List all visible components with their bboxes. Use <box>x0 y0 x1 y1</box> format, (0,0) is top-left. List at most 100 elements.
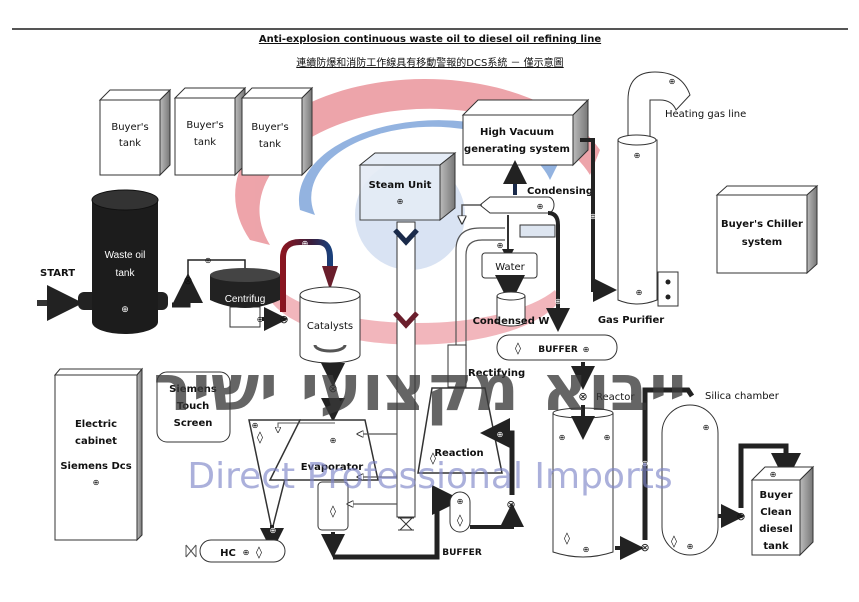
valve-icon[interactable]: ⊗ <box>328 382 337 395</box>
sensor-icon: ⊕ <box>669 77 676 86</box>
level-gauge-icon: ◊ <box>564 531 570 545</box>
evaporator: ⊕ ◊ ⊕ Evaporator ◊ <box>248 419 379 531</box>
condenser: ⊕ <box>479 196 556 238</box>
level-gauge-icon: ◊ <box>671 534 677 548</box>
sensor-icon: ⊕ <box>330 436 337 445</box>
level-gauge-icon: ◊ <box>430 451 436 465</box>
valve-icon[interactable]: ⊗ <box>279 313 288 326</box>
sensor-icon: ⊕ <box>642 459 649 468</box>
cabinet-label: Siemens Dcs <box>60 461 131 472</box>
buyer-clean-diesel-tank: ⊕ Buyer Clean diesel tank <box>750 465 815 557</box>
sensor-icon: ⊕ <box>634 151 641 160</box>
rectifying-label: Rectifying <box>468 368 525 379</box>
centrifuge: Centrifug <box>210 268 280 328</box>
tank-label: tank <box>116 268 136 279</box>
buyers-tank-2: Buyer's tank <box>173 86 247 177</box>
valve-icon[interactable]: ⊗ <box>640 541 649 554</box>
buyers-tank-1: Buyer's tank <box>98 88 172 177</box>
valve-icon[interactable]: ⊗ <box>578 390 587 403</box>
sensor-icon: ⊕ <box>590 212 597 221</box>
sensor-icon: ⊕ <box>703 423 710 432</box>
tank-label: tank <box>194 137 216 148</box>
level-gauge-icon: ◊ <box>256 545 262 559</box>
sensor-icon: ⊕ <box>257 315 264 324</box>
electric-cabinet: Electric cabinet Siemens Dcs ⊕ <box>53 367 144 542</box>
silica-chamber: ⊕ ◊ ⊕ <box>661 404 719 556</box>
water-label: Water <box>495 262 525 273</box>
steam-unit: Steam Unit ⊕ <box>358 151 457 222</box>
rectifying-column <box>396 221 416 518</box>
cabinet-label: Electric <box>75 419 117 430</box>
diagram-subtitle: 連續防爆和消防工作線具有移動警報的DCS系統 － 僅示意圖 <box>296 56 563 69</box>
tank-label: Buyer's <box>186 120 223 131</box>
sensor-icon: ⊕ <box>555 297 562 306</box>
sensor-icon: ⊕ <box>243 548 250 557</box>
tank-label: Buyer's <box>111 122 148 133</box>
sensor-icon: ⊕ <box>397 197 404 206</box>
clean-tank-label: diesel <box>759 524 793 535</box>
buffer-top: ◊ BUFFER ⊕ <box>496 334 618 361</box>
touch-screen-label: Screen <box>174 418 213 429</box>
clean-tank-label: Buyer <box>760 490 793 501</box>
gas-purifier: ⊕ ⊕ ⊕ <box>617 71 691 307</box>
sensor-icon: ⊕ <box>270 526 277 535</box>
cabinet-label: cabinet <box>75 436 117 447</box>
buffer-label: BUFFER <box>442 548 482 558</box>
hc-tank: HC ⊕ ◊ <box>185 539 286 563</box>
reaction-vessel: Reaction ◊ <box>417 344 503 474</box>
diagram-title: Anti-explosion continuous waste oil to d… <box>259 34 601 45</box>
level-gauge-icon: ◊ <box>330 504 336 518</box>
sensor-icon: ⊕ <box>687 542 694 551</box>
sensor-icon: ⊕ <box>583 345 590 354</box>
buffer-label: BUFFER <box>538 345 578 355</box>
tank-label: Buyer's <box>251 122 288 133</box>
clean-tank-label: tank <box>763 541 789 552</box>
level-gauge-icon: ◊ <box>257 430 263 444</box>
valve-icon[interactable]: ⊗ <box>736 510 745 523</box>
reactor-label: Reactor <box>596 392 635 403</box>
waste-oil-tank: Waste oil tank ⊕ <box>78 189 168 334</box>
sensor-icon: ⊕ <box>457 497 464 506</box>
catalysts-label: Catalysts <box>307 321 353 332</box>
gas-purifier-label: Gas Purifier <box>598 315 664 326</box>
sensor-icon: ⊕ <box>583 545 590 554</box>
buyers-chiller-system: Buyer's Chiller system <box>715 184 819 275</box>
sensor-icon: ⊕ <box>604 433 611 442</box>
silica-chamber-label: Silica chamber <box>705 391 780 402</box>
sensor-icon: ⊕ <box>636 288 643 297</box>
start-label: START <box>40 268 75 279</box>
water-tank: Water <box>481 252 538 279</box>
hc-label: HC <box>220 548 236 559</box>
sensor-icon: ⊕ <box>302 239 309 248</box>
tank-label: tank <box>119 138 141 149</box>
vacuum-label: High Vacuum <box>480 127 554 138</box>
chiller-label: Buyer's Chiller <box>721 219 803 230</box>
sensor-icon: ⊕ <box>770 470 777 479</box>
steam-unit-label: Steam Unit <box>369 180 432 191</box>
valve-icon[interactable]: ⊗ <box>183 274 192 287</box>
sensor-icon: ⊕ <box>121 304 129 314</box>
catalysts-tank: Catalysts <box>299 286 361 364</box>
reaction-label: Reaction <box>434 448 483 459</box>
siemens-touch-screen[interactable]: Siemens Touch Screen <box>156 371 231 443</box>
level-gauge-icon: ◊ <box>515 341 521 355</box>
level-gauge-icon: ◊ <box>457 513 463 527</box>
buffer-bottom: ⊕ ◊ BUFFER <box>442 491 482 558</box>
sensor-icon: ⊕ <box>537 202 544 211</box>
touch-screen-label: Siemens <box>169 384 217 395</box>
tank-label: tank <box>259 139 281 150</box>
valve-icon[interactable]: ⊗ <box>506 498 515 511</box>
high-vacuum-system: High Vacuum generating system <box>461 98 590 167</box>
reactor: ⊕ ⊕ ◊ ⊕ <box>552 407 614 558</box>
sensor-icon: ⊕ <box>93 478 100 487</box>
touch-screen-label: Touch <box>177 401 210 412</box>
watermark-english: Direct Professional Imports <box>187 456 672 497</box>
sensor-icon: ⊕ <box>497 430 504 439</box>
tank-label: Waste oil <box>105 250 146 261</box>
buyers-tank-3: Buyer's tank <box>240 86 314 177</box>
centrifuge-label: Centrifug <box>225 294 266 305</box>
condensed-water-tank: Condensed W <box>473 291 549 327</box>
evaporator-label: Evaporator <box>301 462 363 473</box>
condensing-label: Condensing <box>527 186 593 197</box>
